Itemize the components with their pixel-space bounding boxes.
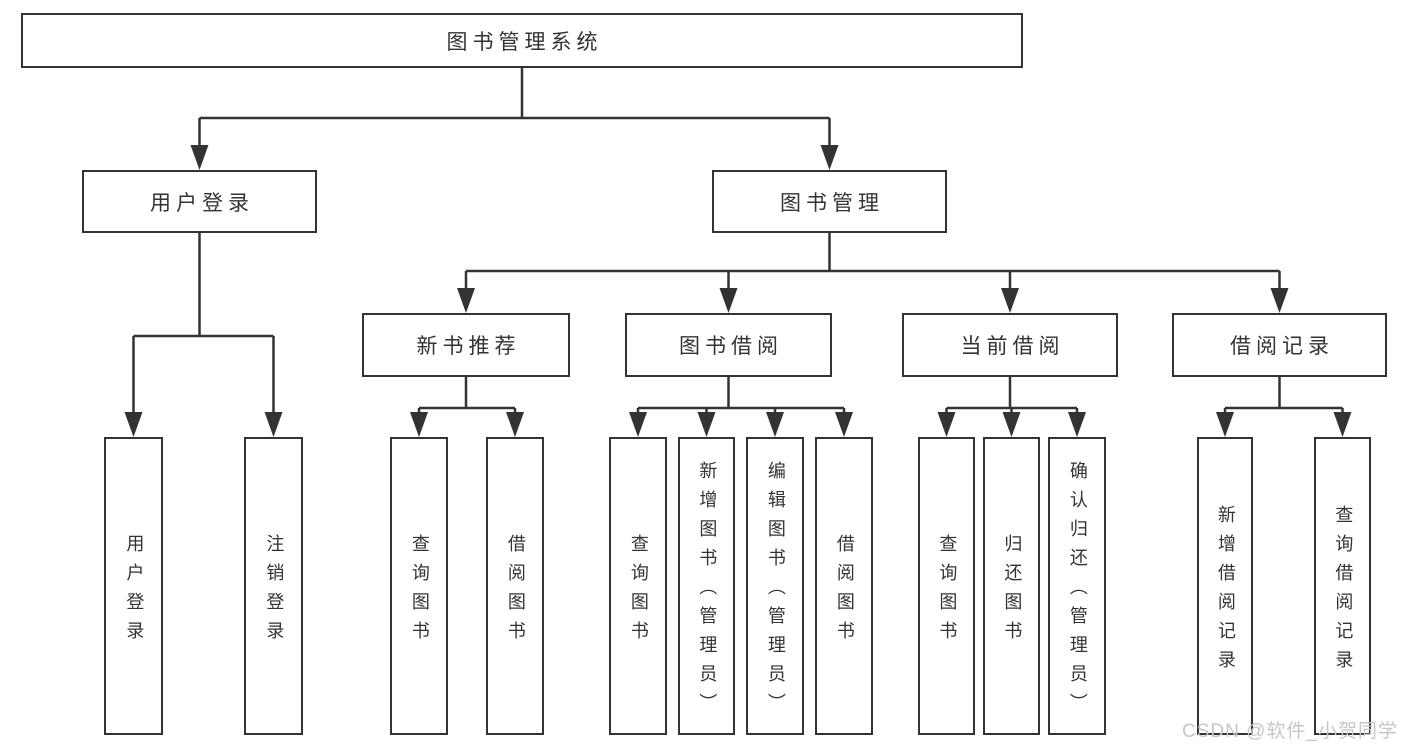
node-label: 图书管理系统 xyxy=(446,30,603,54)
leaf-label: 查询图书 xyxy=(628,533,649,650)
leaf-label: 注销登录 xyxy=(264,533,285,650)
node-label: 当前借阅 xyxy=(960,335,1065,358)
node-new-book-recommendation: 新书推荐 xyxy=(362,313,570,377)
node-label: 用户登录 xyxy=(150,191,254,215)
node-label: 图书借阅 xyxy=(679,335,783,358)
leaf-label: 新增图书（管理员） xyxy=(697,461,718,722)
leaf-label: 确认归还（管理员） xyxy=(1067,461,1088,722)
leaf-label: 借阅图书 xyxy=(834,533,855,650)
leaf-confirm-return-admin: 确认归还（管理员） xyxy=(1048,437,1106,735)
leaf-borrow-books-recommend: 借阅图书 xyxy=(486,437,544,735)
node-label: 借阅记录 xyxy=(1230,335,1334,358)
leaf-label: 编辑图书（管理员） xyxy=(765,461,786,722)
leaf-label: 查询图书 xyxy=(937,533,958,650)
leaf-query-borrow-record: 查询借阅记录 xyxy=(1314,437,1371,735)
node-book-borrowing: 图书借阅 xyxy=(625,313,832,377)
leaf-query-books-recommend: 查询图书 xyxy=(390,437,448,735)
leaf-label: 查询图书 xyxy=(409,533,430,650)
node-current-borrowing: 当前借阅 xyxy=(902,313,1118,377)
node-book-management: 图书管理 xyxy=(712,170,947,233)
leaf-label: 查询借阅记录 xyxy=(1333,504,1354,679)
node-user-login: 用户登录 xyxy=(82,170,317,233)
leaf-label: 用户登录 xyxy=(124,533,145,650)
leaf-add-borrow-record: 新增借阅记录 xyxy=(1197,437,1253,735)
node-label: 图书管理 xyxy=(780,191,884,215)
leaf-return-book: 归还图书 xyxy=(983,437,1040,735)
leaf-label: 新增借阅记录 xyxy=(1215,504,1236,679)
csdn-watermark: CSDN @软件_小贺同学 xyxy=(1182,721,1398,742)
leaf-user-login: 用户登录 xyxy=(104,437,163,735)
leaf-label: 归还图书 xyxy=(1002,533,1023,650)
leaf-query-books-current: 查询图书 xyxy=(918,437,975,735)
leaf-borrow-books-borrowing: 借阅图书 xyxy=(815,437,873,735)
leaf-logout: 注销登录 xyxy=(244,437,303,735)
node-borrowing-records: 借阅记录 xyxy=(1172,313,1387,377)
node-library-management-system: 图书管理系统 xyxy=(21,13,1023,68)
leaf-add-book-admin: 新增图书（管理员） xyxy=(678,437,735,735)
leaf-label: 借阅图书 xyxy=(505,533,526,650)
leaf-query-books-borrowing: 查询图书 xyxy=(609,437,667,735)
node-label: 新书推荐 xyxy=(416,335,521,358)
leaf-edit-book-admin: 编辑图书（管理员） xyxy=(746,437,804,735)
